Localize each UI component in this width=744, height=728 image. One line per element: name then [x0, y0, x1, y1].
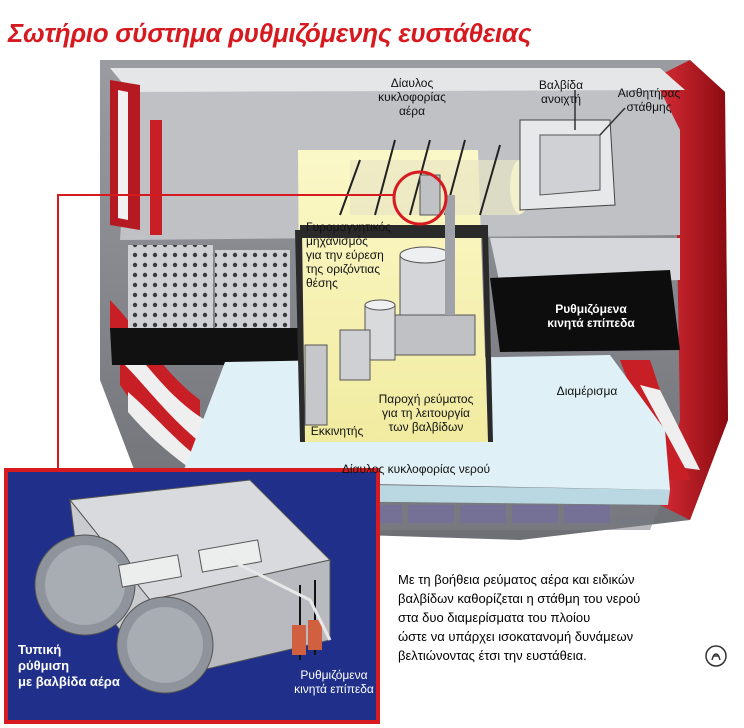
leader-line [57, 194, 394, 470]
label-adjustable-decks: Ρυθμιζόμενα κινητά επίπεδα [547, 302, 635, 330]
label-gyro: Γυρομαγνητικός μηχανισμός για την εύρεση… [306, 220, 391, 290]
label-power-supply: Παροχή ρεύματος για τη λειτουργία των βα… [378, 392, 474, 434]
label-compartment: Διαμέρισμα [556, 384, 618, 398]
label-water-duct: Δίαυλος κυκλοφορίας νερού [341, 462, 491, 476]
caption-text: Με τη βοήθεια ρεύματος αέρα και ειδικών … [398, 572, 641, 663]
top-deck [110, 68, 685, 92]
machinery [304, 174, 476, 426]
credit-icon [705, 645, 727, 667]
dark-deck-left [110, 328, 300, 365]
label-ejector: Εκκινητής [310, 424, 364, 438]
label-air-duct: Δίαυλος κυκλοφορίας αέρα [378, 76, 446, 118]
dark-deck-right [490, 270, 680, 352]
label-valve-open: Βαλβίδα ανοιχτή [538, 78, 584, 106]
hull-right-side [650, 60, 728, 520]
perforated-wall-mid [215, 250, 290, 330]
page-title: Σωτήριο σύστημα ρυθμιζόμενης ευστάθειας [8, 18, 532, 48]
inset-valve-illustration [34, 479, 332, 694]
label-level-sensor: Αισθητήρας στάθμης [617, 86, 681, 114]
perforated-wall-left [128, 245, 213, 330]
label-typical-setting: Τυπική ρύθμιση με βαλβίδα αέρα [18, 642, 120, 689]
label-adjustable-decks-inset: Ρυθμιζόμενα κινητά επίπεδα [294, 668, 374, 696]
valve-highlight-circle [392, 170, 448, 226]
